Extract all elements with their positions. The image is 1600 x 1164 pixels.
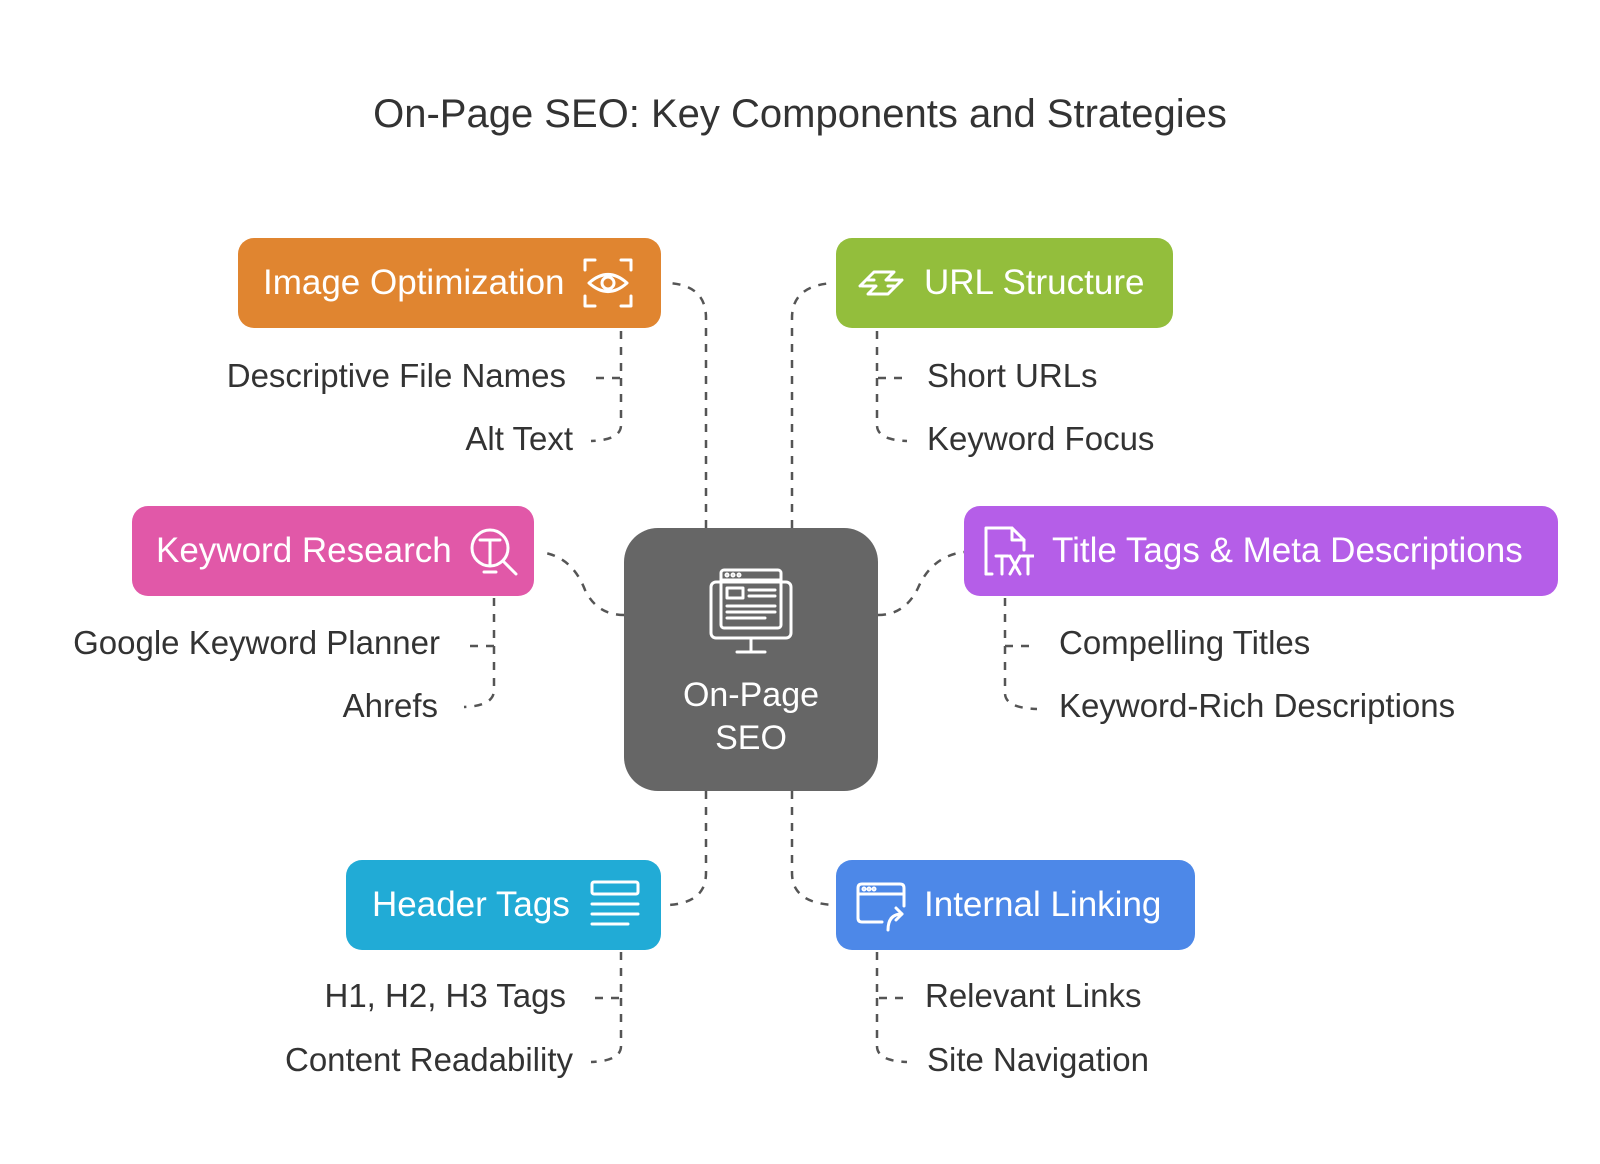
leaf-site-navigation: Site Navigation (927, 1041, 1149, 1078)
connector-leaf-relevant-links (875, 952, 907, 1000)
connector-leaf-keyword-rich-descriptions (1003, 646, 1038, 711)
node-keyword-research: Keyword Research (132, 506, 534, 596)
eye-scan-icon (583, 258, 633, 308)
center-label-line1: On-Page (682, 676, 820, 714)
node-header-tags: Header Tags (346, 860, 661, 950)
node-title-tags-label: Title Tags & Meta Descriptions (1052, 531, 1523, 570)
center-node-label: On-Page SEO (683, 674, 819, 760)
connector-keyword-research (539, 550, 625, 617)
connector-leaf-alt-text (590, 378, 623, 443)
center-label-line2: SEO (715, 719, 787, 757)
connector-leaf-google-keyword-planner (464, 598, 496, 648)
node-title-tags-meta-descriptions: Title Tags & Meta Descriptions (964, 506, 1558, 596)
text-search-icon (470, 528, 518, 576)
web-page-monitor-icon (709, 568, 793, 654)
connector-leaf-keyword-focus (875, 378, 908, 443)
leaf-descriptive-file-names: Descriptive File Names (226, 357, 566, 394)
center-node-on-page-seo: On-Page SEO (624, 528, 878, 791)
node-url-structure: URL Structure (836, 238, 1173, 328)
connector-leaf-compelling-titles (1003, 598, 1037, 648)
node-keyword-research-label: Keyword Research (156, 531, 452, 570)
leaf-keyword-rich-descriptions: Keyword-Rich Descriptions (1059, 687, 1456, 724)
leaf-google-keyword-planner: Google Keyword Planner (73, 624, 440, 661)
leaf-ahrefs: Ahrefs (342, 687, 438, 724)
node-internal-linking-label: Internal Linking (924, 885, 1162, 924)
page-title: On-Page SEO: Key Components and Strategi… (373, 92, 1227, 136)
leaf-compelling-titles: Compelling Titles (1059, 624, 1311, 661)
connector-title-tags (877, 550, 965, 617)
leaf-content-readability: Content Readability (284, 1041, 573, 1078)
txt-file-icon (984, 526, 1034, 576)
connector-leaf-content-readability (590, 998, 623, 1064)
leaf-keyword-focus: Keyword Focus (927, 420, 1155, 457)
browser-link-icon (856, 882, 906, 932)
node-url-structure-label: URL Structure (924, 263, 1145, 302)
connector-url-structure (790, 281, 835, 528)
link-arrows-icon (858, 270, 904, 296)
node-image-optimization: Image Optimization (238, 238, 661, 328)
connector-leaf-short-urls (875, 331, 907, 380)
connector-internal-linking (790, 791, 835, 907)
leaf-relevant-links: Relevant Links (925, 977, 1142, 1014)
node-image-optimization-label: Image Optimization (263, 263, 565, 302)
connector-image-optimization (667, 281, 708, 528)
connector-leaf-ahrefs (463, 646, 496, 709)
connector-leaf-descriptive-file-names (591, 331, 623, 380)
node-header-tags-label: Header Tags (372, 885, 570, 924)
connector-leaf-h1-h2-h3-tags (591, 952, 623, 1000)
node-internal-linking: Internal Linking (836, 860, 1195, 950)
leaf-short-urls: Short URLs (927, 357, 1098, 394)
connector-leaf-site-navigation (875, 998, 908, 1064)
leaf-alt-text: Alt Text (465, 420, 573, 457)
leaf-h1-h2-h3-tags: H1, H2, H3 Tags (324, 977, 566, 1014)
connector-header-tags (667, 791, 708, 907)
text-lines-icon (590, 880, 640, 926)
